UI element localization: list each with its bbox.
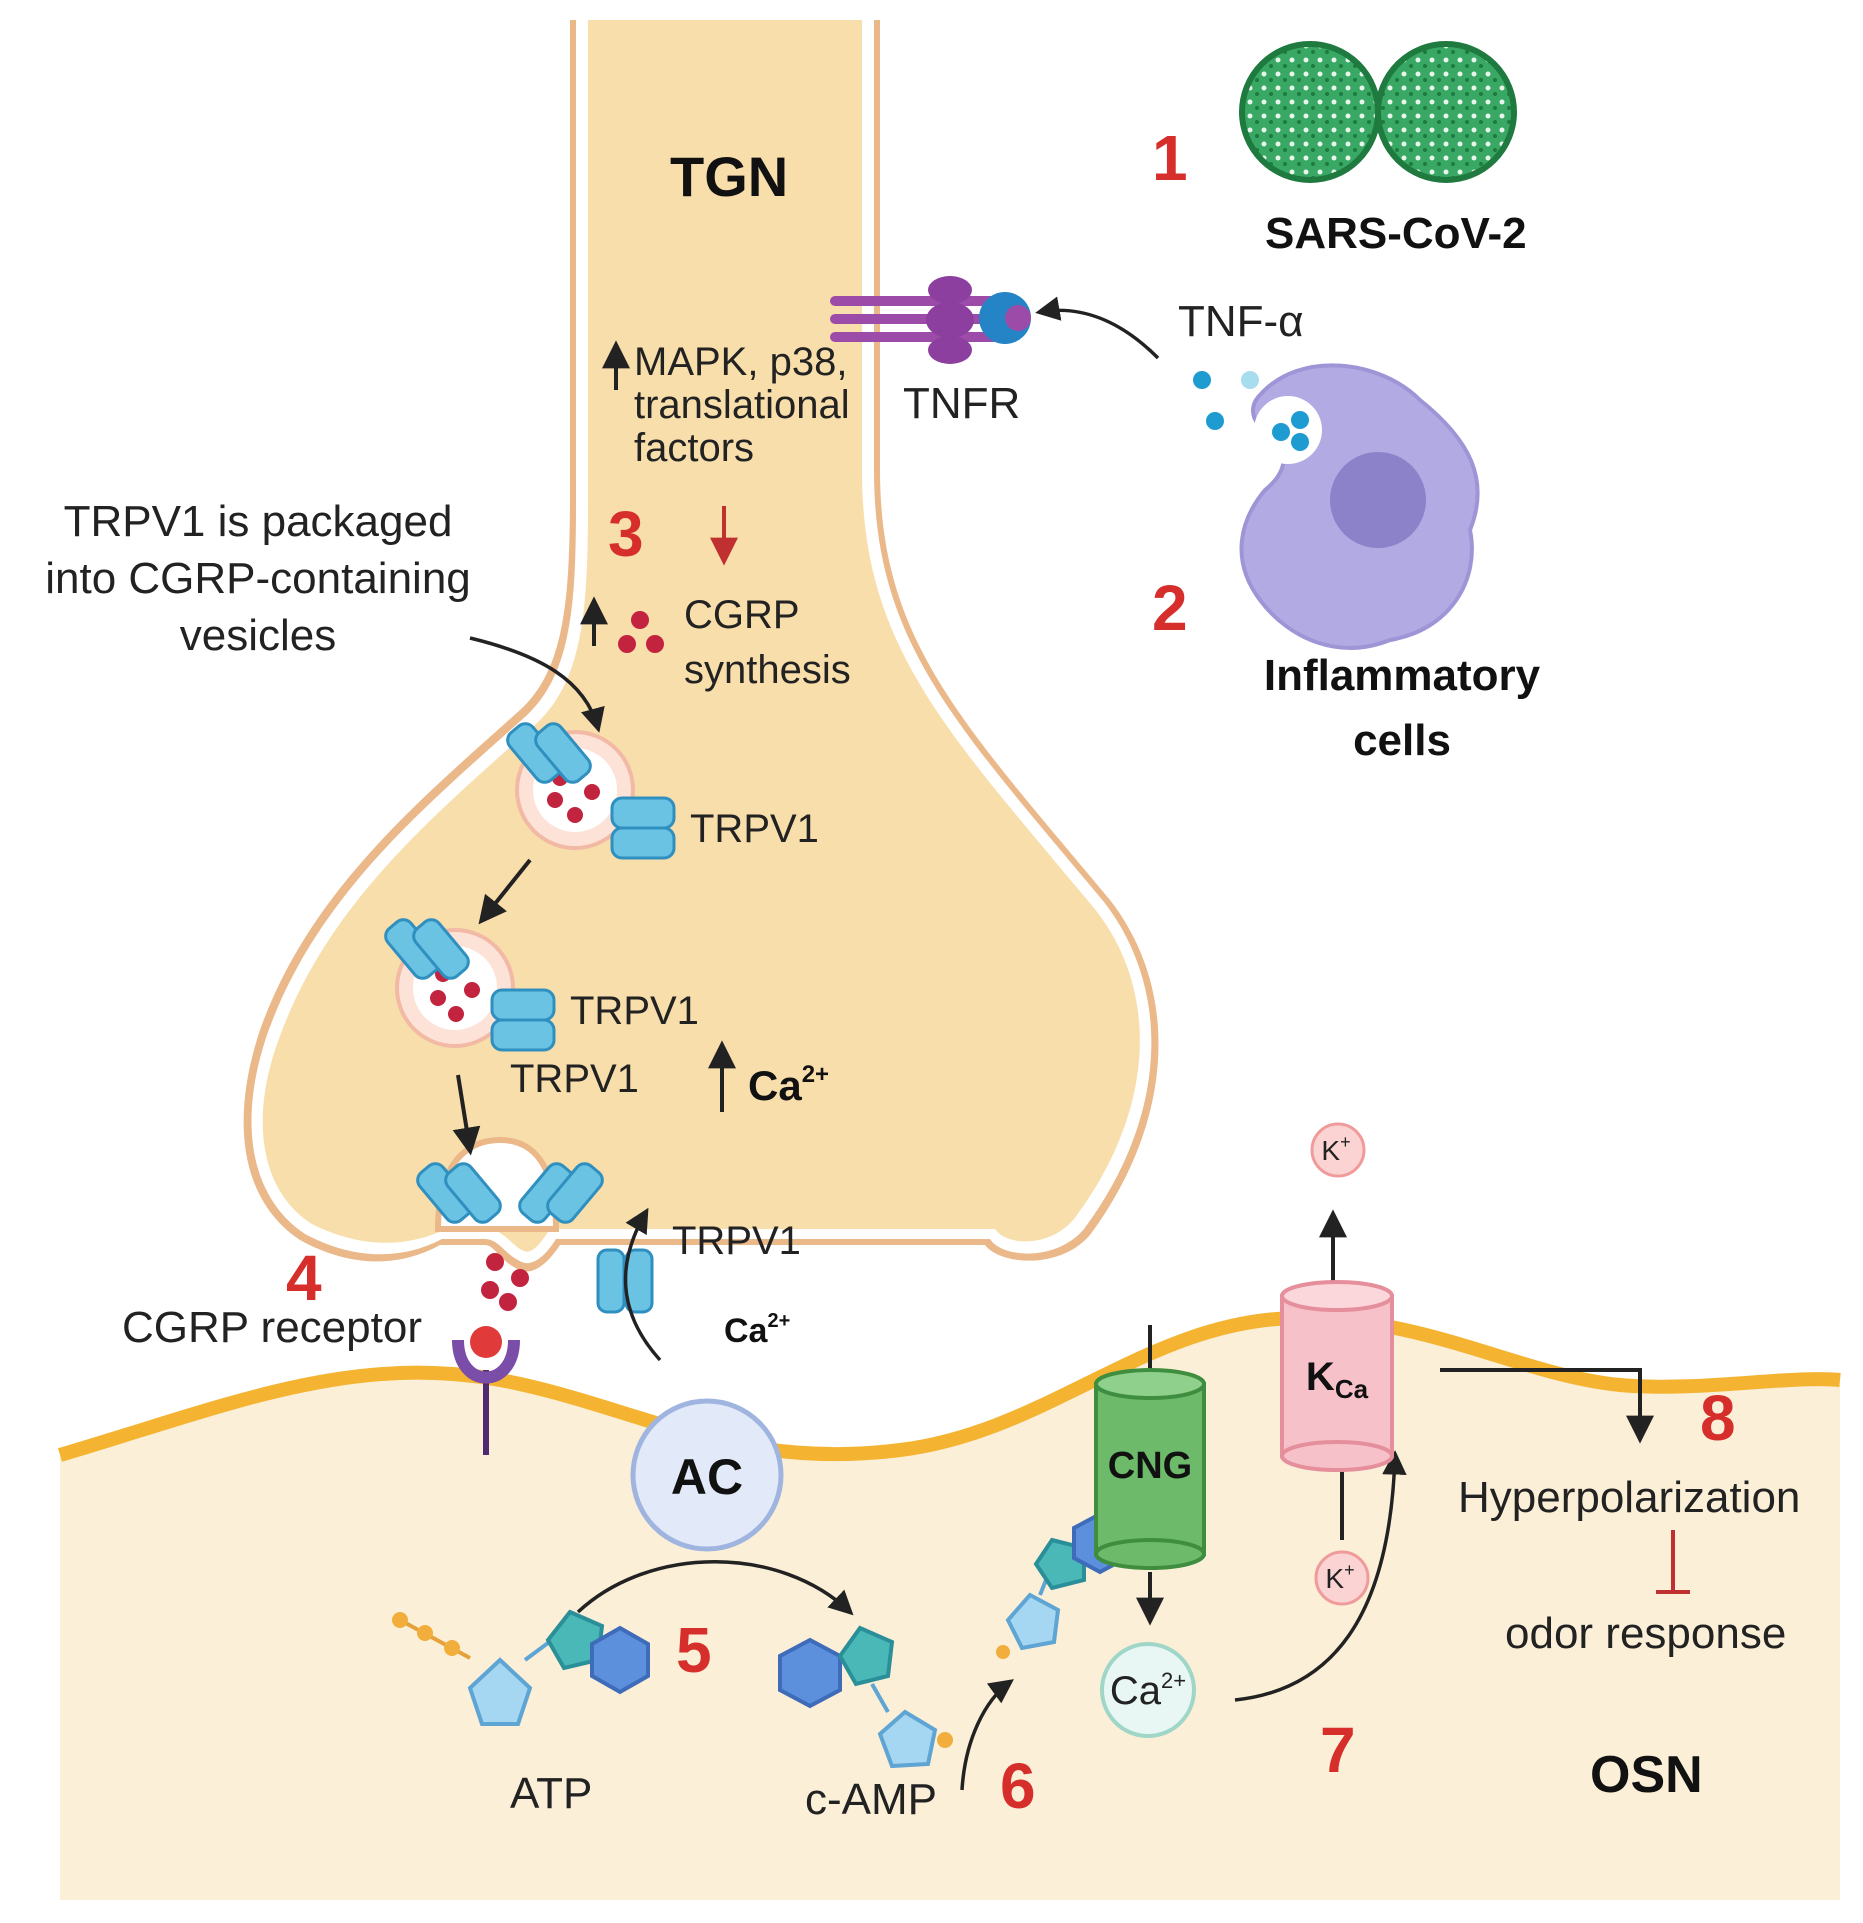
cgrp-receptor-label: CGRP receptor: [122, 1303, 422, 1352]
k-ion-top-icon: [1310, 1122, 1366, 1178]
released-cgrp-dots: [481, 1253, 529, 1311]
vesicle-1-trpv1-channel-icon: [506, 722, 676, 860]
ca-ion-icon: [1100, 1642, 1196, 1738]
step-8-number: 8: [1700, 1382, 1736, 1454]
packaged-arrow: [469, 636, 605, 733]
step-3-number: 3: [608, 498, 644, 570]
sars-cov-2-virus-icon: [1239, 41, 1517, 183]
adenylyl-cyclase-icon: [630, 1398, 784, 1552]
inflammatory-cells-label-line2: cells: [1353, 716, 1451, 765]
atp-to-camp-arrow: [576, 1560, 854, 1616]
ca-to-kca-arrow: [1234, 1450, 1407, 1702]
step-7-number: 7: [1320, 1714, 1356, 1786]
trpv1-label-vesicle2: TRPV1: [570, 989, 699, 1033]
tnf-alpha-label: TNF-α: [1178, 297, 1304, 346]
kca-channel-icon: [1280, 1280, 1394, 1472]
k-ion-top-label: K+: [1321, 1132, 1350, 1166]
trpv1-label-vesicle1: TRPV1: [690, 807, 819, 851]
arrow-vesicle1-to-2: [478, 858, 532, 925]
odor-response-label: odor response: [1505, 1609, 1786, 1658]
arrow-vesicle2-to-release: [452, 1074, 481, 1156]
membrane-trpv1-channel-icon: [596, 1248, 654, 1314]
atp-label: ATP: [510, 1769, 592, 1818]
cgrp-synthesis-label-line2: synthesis: [684, 648, 851, 692]
cgrp-receptor-icon: [452, 1326, 520, 1455]
tnf-alpha-particles: [1193, 371, 1259, 430]
kca-to-hyperpolarization-arrow: [1440, 1368, 1654, 1444]
tnfr-label: TNFR: [903, 379, 1020, 428]
cng-channel-icon: [1094, 1368, 1206, 1570]
camp-label: c-AMP: [805, 1775, 937, 1824]
cgrp-synthesis-label: CGRP: [684, 593, 800, 637]
tnf-to-tnfr-arrow: [1035, 296, 1160, 360]
mapk-label-line2: translational: [634, 383, 850, 427]
step-4-number: 4: [286, 1242, 322, 1314]
ac-label: AC: [671, 1449, 743, 1505]
osn-label: OSN: [1590, 1746, 1703, 1804]
mapk-label: MAPK, p38,: [634, 340, 847, 384]
camp-to-cng-arrow: [960, 1679, 1014, 1791]
release-trpv1-channel-icon: [416, 1162, 604, 1224]
step-1-number: 1: [1152, 122, 1188, 194]
packaged-annotation: TRPV1 is packaged: [64, 497, 453, 546]
packaged-annotation-line3: vesicles: [180, 611, 337, 660]
ca-influx-arrow: [623, 1207, 662, 1362]
ca-label-top: Ca2+: [748, 1061, 829, 1109]
ca-label-bottom: Ca2+: [724, 1310, 790, 1350]
atp-molecule-icon: [392, 1609, 650, 1726]
inflammatory-cell-icon: [1239, 363, 1480, 650]
ca-ion-label: Ca2+: [1110, 1668, 1186, 1713]
inflammatory-cells-label: Inflammatory: [1264, 651, 1541, 700]
sars-cov-2-label: SARS-CoV-2: [1265, 209, 1527, 258]
hyperpolarization-label: Hyperpolarization: [1458, 1473, 1800, 1522]
osn-membrane: [58, 1310, 1841, 1462]
cgrp-dots-icon: [618, 611, 664, 653]
trpv1-label-membrane: TRPV1: [672, 1219, 801, 1263]
vesicle-2-trpv1-channel-icon: [384, 918, 556, 1052]
mapk-label-line3: factors: [634, 426, 754, 470]
trpv1-label-middle: TRPV1: [510, 1057, 639, 1101]
packaged-annotation-line2: into CGRP-containing: [45, 554, 471, 603]
camp-molecule-icon: [778, 1625, 953, 1769]
step-5-number: 5: [676, 1614, 712, 1686]
tnfr-receptor-icon: [830, 276, 1031, 364]
step-6-number: 6: [1000, 1750, 1036, 1822]
tgn-label: TGN: [670, 145, 788, 208]
cng-label: CNG: [1108, 1445, 1192, 1487]
k-ion-bottom-icon: [1314, 1550, 1370, 1606]
step-2-number: 2: [1152, 572, 1188, 644]
k-ion-bottom-label: K+: [1325, 1560, 1354, 1594]
kca-label: KCa: [1306, 1355, 1369, 1404]
